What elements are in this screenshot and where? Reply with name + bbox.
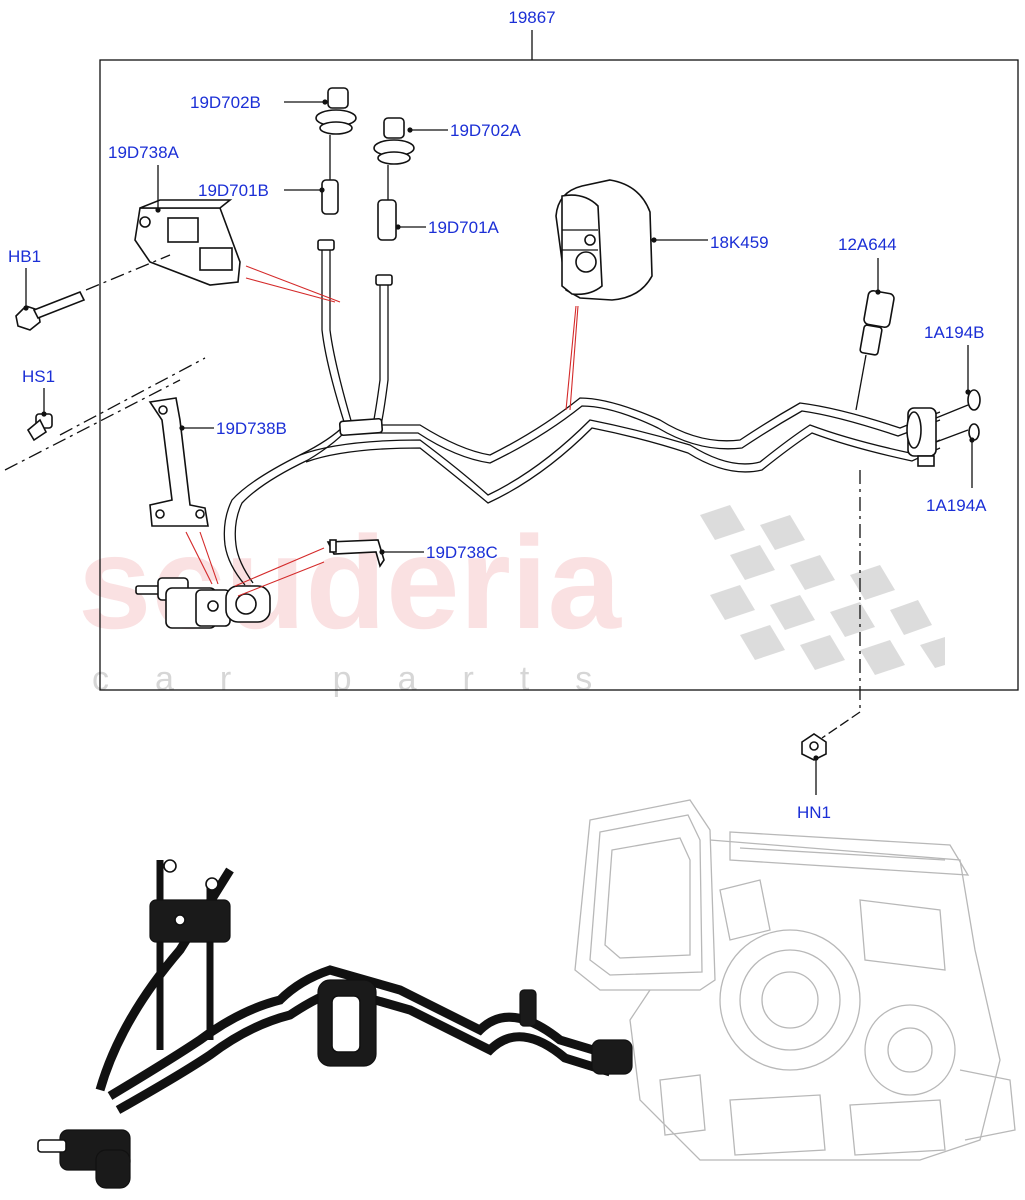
label-19D701B: 19D701B	[198, 181, 269, 200]
label-12A644: 12A644	[838, 235, 897, 254]
valve-core-19D701B	[321, 179, 339, 215]
label-18K459: 18K459	[710, 233, 769, 252]
label-HS1: HS1	[22, 367, 55, 386]
label-19D738B: 19D738B	[216, 419, 287, 438]
label-19D738A: 19D738A	[108, 143, 180, 162]
watermark-checker-flag	[700, 505, 945, 675]
label-19D702A: 19D702A	[450, 121, 522, 140]
hvac-unit-ghost	[574, 799, 1016, 1161]
cap-19D702A	[373, 117, 415, 241]
bolt-HB1	[15, 290, 86, 331]
screw-HS1	[26, 413, 53, 442]
label-1A194A: 1A194A	[926, 496, 987, 515]
label-HN1: HN1	[797, 803, 831, 822]
expansion-valve	[135, 577, 271, 629]
cap-19D702B	[315, 87, 357, 215]
installed-pipe-assembly	[37, 859, 633, 1189]
label-19D738C: 19D738C	[426, 543, 498, 562]
insulator-18K459	[555, 179, 653, 301]
watermark: scuderia car parts	[78, 505, 945, 698]
label-19D701A: 19D701A	[428, 218, 500, 237]
bracket-19D738C	[326, 539, 385, 568]
watermark-tagline: car parts	[92, 660, 638, 698]
label-19867: 19867	[508, 8, 555, 27]
pressure-switch-12A644	[855, 289, 895, 411]
bracket-19D738A	[134, 199, 241, 286]
label-1A194B: 1A194B	[924, 323, 985, 342]
o-ring-1A194B	[967, 389, 981, 411]
bracket-19D738B	[148, 397, 209, 527]
label-HB1: HB1	[8, 247, 41, 266]
o-ring-1A194A	[968, 423, 980, 441]
nut-HN1	[801, 733, 827, 761]
highlight-leaders	[185, 265, 579, 597]
assembly-frame	[99, 59, 1019, 691]
label-19D702B: 19D702B	[190, 93, 261, 112]
ac-pipe-assembly	[223, 239, 969, 586]
valve-core-19D701A	[377, 199, 397, 241]
